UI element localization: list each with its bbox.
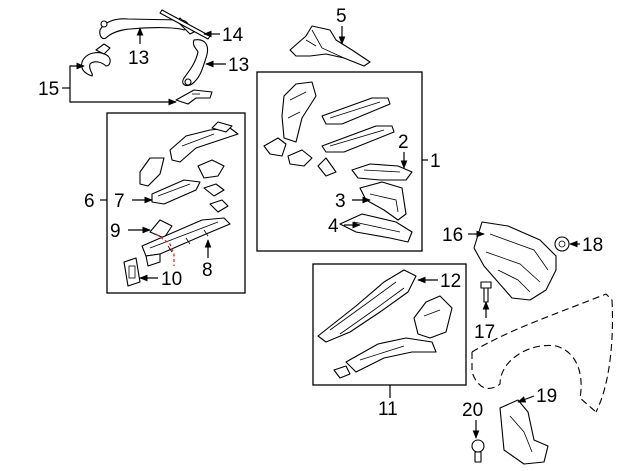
part-5-apron-reinforcement [289, 25, 371, 67]
callout-17: 17 [474, 322, 495, 343]
callout-4: 4 [328, 216, 339, 237]
callout-labels: 1 2 3 4 5 6 7 8 9 10 11 12 13 13 14 15 1… [38, 6, 603, 421]
callout-3: 3 [335, 191, 346, 212]
part-14-rod [159, 9, 211, 40]
part-13-bracket [182, 39, 209, 87]
part-20-screw [471, 439, 485, 463]
callout-11: 11 [378, 399, 398, 420]
part-15-clip-upper [81, 43, 111, 77]
callout-15: 15 [38, 79, 59, 100]
callout-13-upper: 13 [128, 48, 149, 69]
part-15-clip-lower [175, 89, 213, 105]
callout-12: 12 [440, 271, 461, 292]
callout-5: 5 [336, 6, 347, 27]
callout-14: 14 [222, 25, 244, 46]
callout-1: 1 [430, 151, 441, 172]
callout-2: 2 [398, 132, 409, 153]
part-19-splash-shield [499, 399, 549, 465]
highlight-dash [155, 233, 175, 266]
callout-8: 8 [202, 260, 213, 281]
part-16-fender-liner [473, 221, 557, 301]
group-box-1 [256, 71, 423, 252]
callout-19: 19 [536, 386, 557, 407]
callout-18: 18 [582, 235, 603, 256]
callout-16: 16 [442, 225, 463, 246]
part-11-group-parts [317, 269, 453, 379]
part-1-group-parts [263, 81, 413, 243]
part-17-bolt [480, 281, 492, 303]
callout-13-right: 13 [228, 55, 249, 76]
part-18-nut [554, 236, 570, 252]
callout-9: 9 [110, 221, 121, 242]
callout-20: 20 [462, 400, 483, 421]
callout-7: 7 [114, 191, 125, 212]
callout-6: 6 [84, 191, 95, 212]
part-6-group-parts [123, 121, 239, 287]
fender-outline [471, 293, 614, 413]
callout-10: 10 [161, 269, 182, 290]
leader-lines [62, 26, 580, 439]
group-box-6 [106, 112, 246, 294]
